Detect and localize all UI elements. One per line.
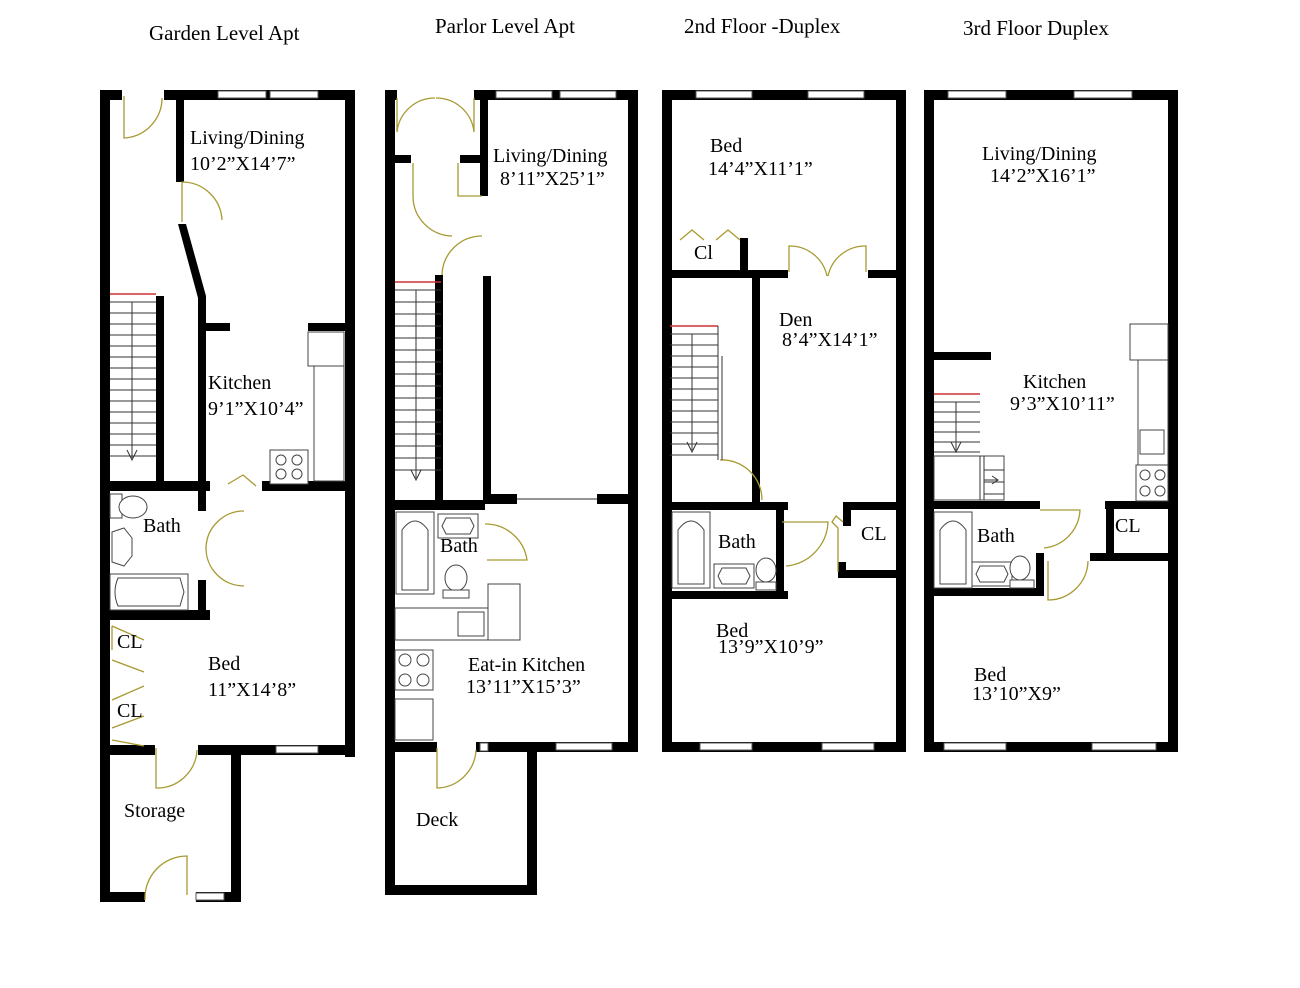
parlor-bath-label: Bath [440, 535, 478, 557]
garden-bath-label: Bath [143, 515, 181, 537]
third-floor-plan [924, 90, 1178, 752]
second-closet-2-label: CL [861, 523, 887, 545]
garden-level-plan [100, 90, 355, 902]
second-den-label: Den [779, 309, 812, 331]
second-bed2-label: Bed [716, 620, 748, 642]
third-closet-label: CL [1115, 515, 1141, 537]
parlor-living-dimensions: 8’11”X25’1” [500, 168, 605, 190]
garden-bed-dimensions: 11”X14’8” [208, 679, 296, 701]
second-den-dimensions: 8’4”X14’1” [782, 329, 878, 351]
garden-closet-1-label: CL [117, 631, 143, 653]
second-bed2-dimensions: 13’9”X10’9” [718, 636, 824, 658]
garden-closet-2-label: CL [117, 700, 143, 722]
parlor-level-title: Parlor Level Apt [435, 14, 575, 38]
parlor-kitchen-label: Eat-in Kitchen [468, 654, 585, 676]
third-living-label: Living/Dining [982, 143, 1096, 165]
garden-kitchen-label: Kitchen [208, 372, 271, 394]
third-bed-dimensions: 13’10”X9” [972, 683, 1061, 705]
second-floor-plan [662, 90, 906, 752]
parlor-level-plan [385, 90, 638, 895]
second-bath-label: Bath [718, 531, 756, 553]
third-living-dimensions: 14’2”X16’1” [990, 165, 1096, 187]
garden-living-label: Living/Dining [190, 127, 304, 149]
third-bed-label: Bed [974, 664, 1006, 686]
garden-level-title: Garden Level Apt [149, 21, 300, 45]
second-bed1-label: Bed [710, 135, 742, 157]
second-floor-title: 2nd Floor -Duplex [684, 14, 841, 38]
second-bed1-dimensions: 14’4”X11’1” [708, 158, 813, 180]
parlor-kitchen-dimensions: 13’11”X15’3” [466, 676, 581, 698]
garden-kitchen-dimensions: 9’1”X10’4” [208, 398, 304, 420]
third-kitchen-dimensions: 9’3”X10’11” [1010, 393, 1115, 415]
third-bath-label: Bath [977, 525, 1015, 547]
second-closet-1-label: Cl [694, 242, 713, 264]
garden-bed-label: Bed [208, 653, 240, 675]
parlor-deck-label: Deck [416, 809, 458, 831]
garden-living-dimensions: 10’2”X14’7” [190, 153, 296, 175]
third-kitchen-label: Kitchen [1023, 371, 1086, 393]
parlor-living-label: Living/Dining [493, 145, 607, 167]
third-floor-title: 3rd Floor Duplex [963, 16, 1109, 40]
garden-storage-label: Storage [124, 800, 185, 822]
